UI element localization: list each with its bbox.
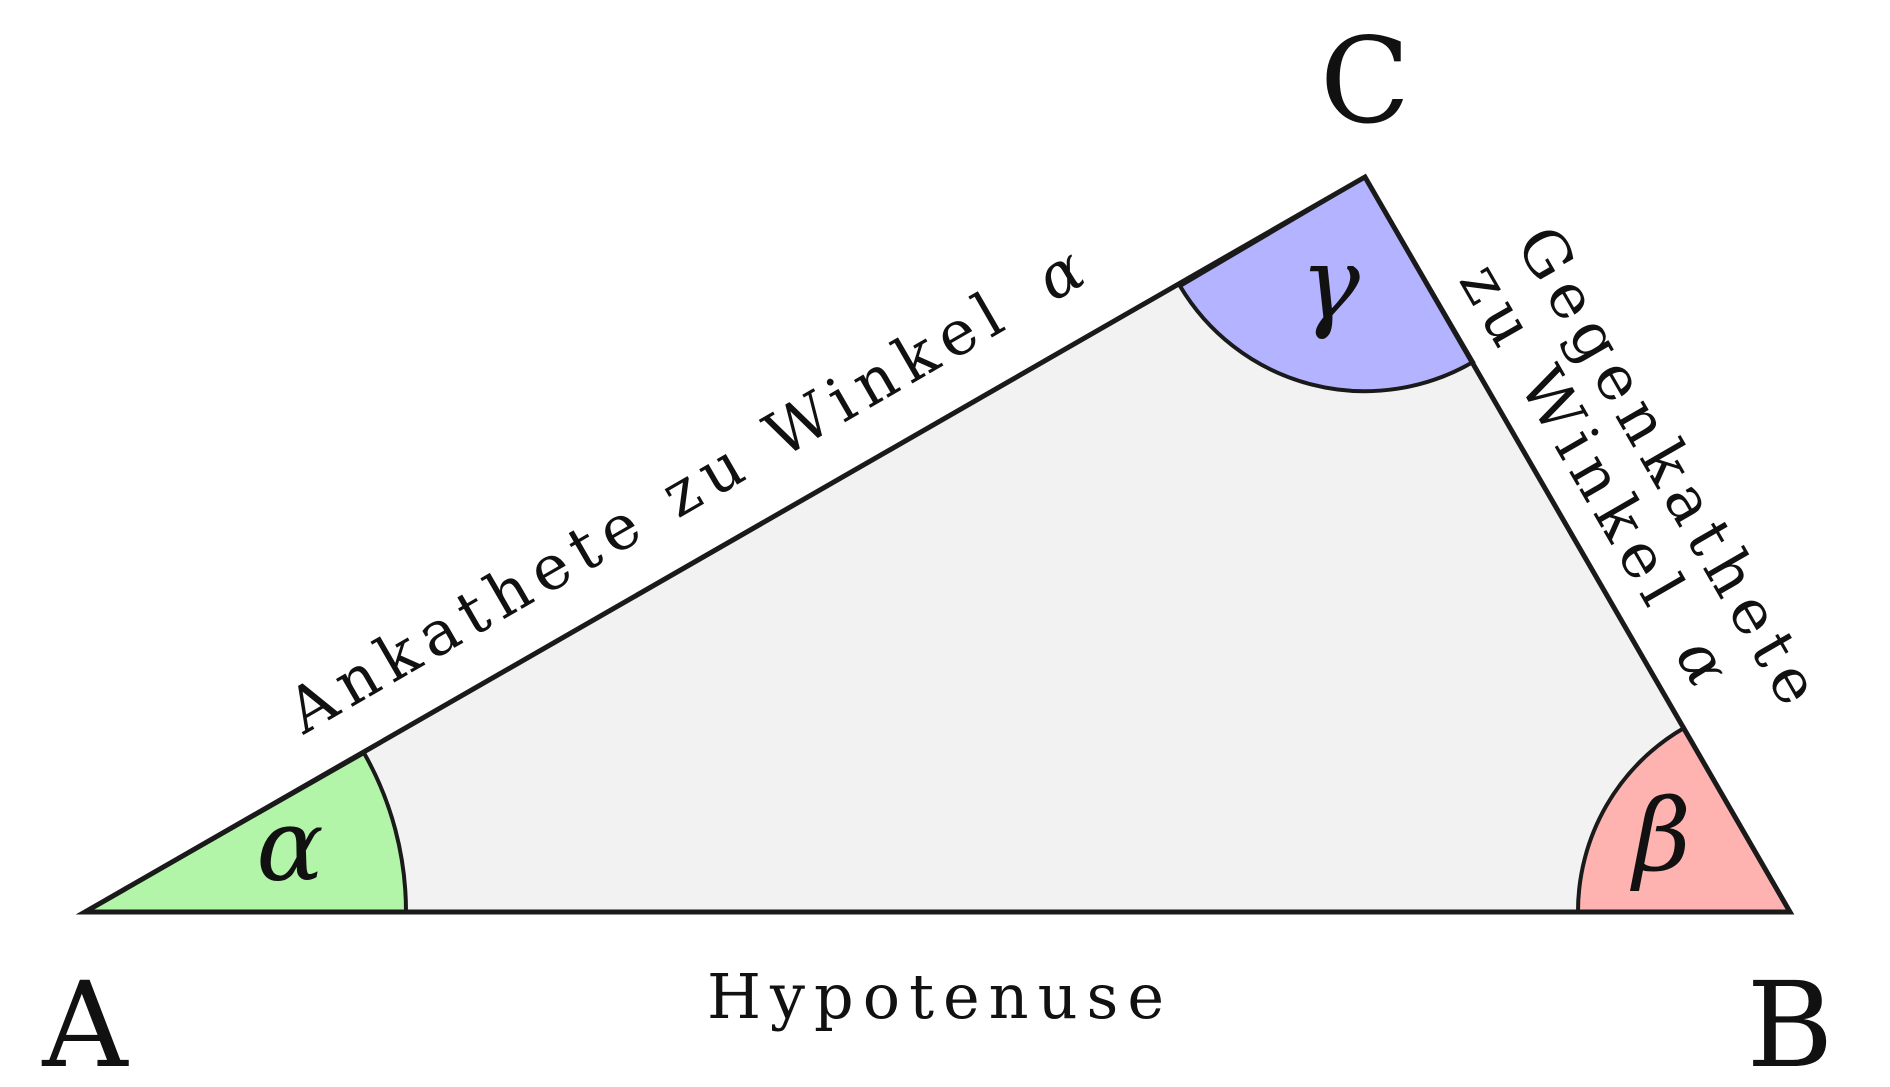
side-label-hypotenuse: Hypotenuse bbox=[707, 960, 1173, 1033]
triangle-outline bbox=[75, 173, 1795, 915]
vertex-label-c: C bbox=[1320, 12, 1410, 150]
angle-beta-sector bbox=[1575, 725, 1794, 914]
angle-label-beta: β bbox=[1629, 777, 1691, 894]
angle-alpha-sector bbox=[77, 750, 409, 914]
angle-label-alpha: α bbox=[256, 787, 324, 904]
vertex-label-a: A bbox=[41, 956, 129, 1082]
adjacent-label-symbol: α bbox=[1023, 227, 1104, 316]
angle-gamma-sector bbox=[1177, 174, 1476, 394]
vertex-label-b: B bbox=[1747, 956, 1834, 1082]
angle-label-gamma: γ bbox=[1300, 225, 1360, 342]
